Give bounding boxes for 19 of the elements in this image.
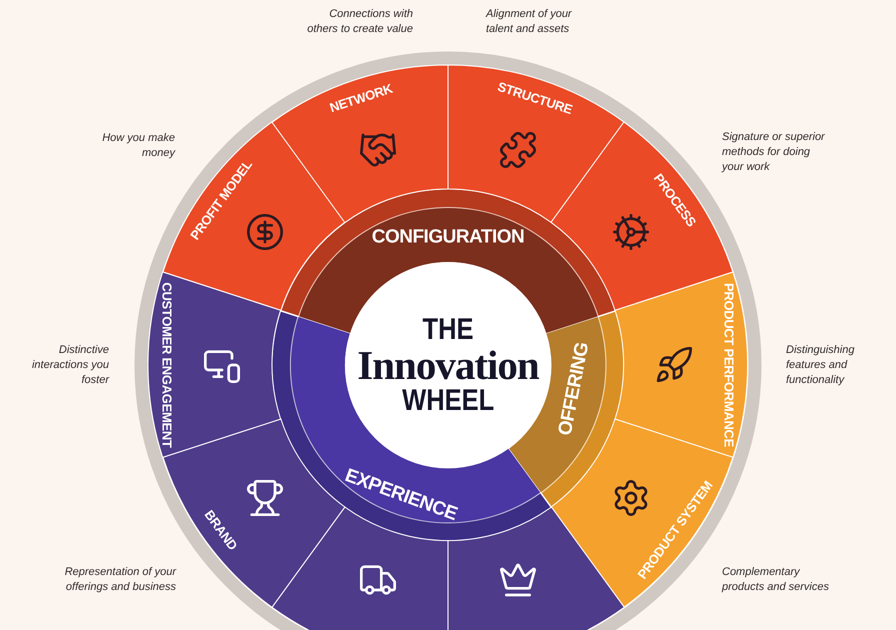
description-text: Distinguishing features and functionality [786, 343, 856, 388]
wheel-segment [448, 65, 624, 223]
segment-label: CUSTOMER ENGAGEMENT [160, 282, 174, 448]
description-text: Distinctive interactions you foster [30, 343, 109, 388]
description-text: Connections with others to create value [306, 7, 413, 37]
wheel-segment [615, 272, 748, 458]
category-label: OFFERING [555, 341, 592, 438]
category-label: CONFIGURATION [372, 228, 524, 246]
wheel-segment [272, 65, 448, 223]
title-text: WHEEL [402, 386, 494, 416]
segment-label: PRODUCT PERFORMANCE [722, 282, 736, 447]
title-text: Innovation [357, 344, 539, 386]
description-text: Alignment of your talent and assets [486, 7, 573, 37]
description-text: How you make money [101, 131, 175, 161]
wheel-segment [148, 272, 281, 458]
description-text: Representation of your offerings and business [64, 565, 176, 595]
description-text: Signature or superior methods for doing your work [722, 130, 826, 175]
title-text: THE [422, 314, 474, 344]
description-text: Complementary products and services [722, 565, 830, 595]
